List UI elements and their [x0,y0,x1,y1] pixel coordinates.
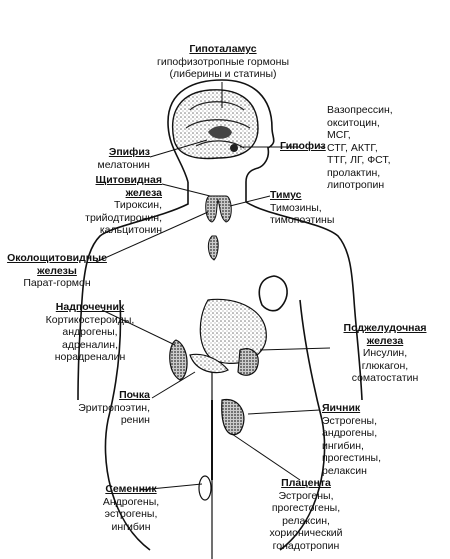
pancreas-title: Поджелудочная [343,322,427,334]
pineal-label: Эпифиз мелатонин [90,146,150,171]
pancreas-line: соматостатин [351,372,419,384]
kidney-line: Эритропоэтин, [78,401,150,414]
ovary-line: ингибин, [322,439,364,452]
adrenal-title: Надпочечник [55,301,125,313]
pancreas-line: глюкагон, [361,359,409,372]
kidney-title: Почка [119,389,150,401]
pituitary-line: СТГ, АКТГ, [327,141,378,154]
leader-lines [95,82,331,491]
adrenal-line: андрогены, [62,326,118,338]
hypothalamus-line: (либерины и статины) [169,68,277,80]
ovary-title: Яичник [322,402,361,414]
brain-drawing [172,89,259,160]
parathyroid-title-2: железы [37,264,77,277]
pineal-line: мелатонин [97,158,150,171]
hypothalamus-line: гипофизотропные гормоны [157,55,289,68]
pituitary-line: окситоцин, [327,116,380,129]
pineal-title: Эпифиз [108,146,150,158]
placenta-title: Плацента [281,477,331,489]
kidney-line: ренин [120,414,150,426]
ovary-line: Эстрогены, [322,414,377,427]
placenta-line: Эстрогены, [278,489,334,502]
ovary-line: прогестины, [322,452,381,464]
thyroid-title-2: железа [125,186,162,199]
parathyroid-line: Парат-гормон [23,277,91,289]
thyroid-line: трийодтиронин, [85,211,162,224]
thyroid-title: Щитовидная [95,174,162,186]
pituitary-title: Гипофиз [280,140,326,152]
hypothalamus-title: Гипоталамус [189,43,257,55]
testis-line: эстрогены, [104,508,158,520]
thyroid-line: Тироксин, [113,199,162,211]
placenta-label: Плацента Эстрогены, прогестогены, релакс… [258,477,354,552]
pancreas-label: Поджелудочная железа Инсулин, глюкагон, … [322,322,448,385]
thyroid-line: кальцитонин [99,224,162,236]
pituitary-title-box: Гипофиз [280,140,326,153]
adrenal-line: Кортикостероиды, [45,313,135,326]
thymus-label: Тимус Тимозины, тимопоэтины [270,189,334,227]
placenta-line: гонадотропин [272,539,340,552]
thyroid-drawing [205,195,232,223]
thymus-drawing [207,235,219,261]
hypothalamus-label: Гипоталамус гипофизотропные гормоны (либ… [140,43,306,81]
pituitary-line: липотропин [327,179,385,191]
thyroid-label: Щитовидная железа Тироксин, трийодтирони… [60,174,162,237]
kidney-label: Почка Эритропоэтин, ренин [58,389,150,427]
pituitary-line: Вазопрессин, [327,104,393,116]
pituitary-hormones: Вазопрессин, окситоцин, МСГ, СТГ, АКТГ, … [327,104,393,192]
thymus-line: тимопоэтины [270,214,335,226]
pancreas-title-2: железа [366,334,404,347]
testis-line: ингибин [111,520,151,533]
adrenal-label: Надпочечник Кортикостероиды, андрогены, … [36,301,144,364]
parathyroid-label: Околощитовидные железы Парат-гормон [2,252,112,290]
thymus-title: Тимус [270,189,302,201]
testis-label: Семенник Андрогены, эстрогены, ингибин [88,483,174,533]
pituitary-line: пролактин, [327,166,381,179]
thymus-line: Тимозины, [270,201,322,214]
ovary-line: андрогены, [322,427,378,439]
testis-line: Андрогены, [102,495,160,508]
placenta-line: хорионический [269,527,343,539]
ovary-line: релаксин [322,464,367,477]
ovary-label: Яичник Эстрогены, андрогены, ингибин, пр… [322,402,381,477]
adrenal-line: норадреналин [54,351,126,363]
pancreas-line: Инсулин, [362,347,408,359]
pituitary-line: МСГ, [327,129,351,141]
testis-title: Семенник [105,483,157,495]
placenta-line: релаксин, [282,514,330,527]
pituitary-line: ТТГ, ЛГ, ФСТ, [327,154,391,166]
parathyroid-title: Околощитовидные [7,252,107,264]
placenta-line: прогестогены, [271,502,341,514]
abdomen-drawing [169,298,267,501]
adrenal-line: адреналин, [62,338,118,351]
